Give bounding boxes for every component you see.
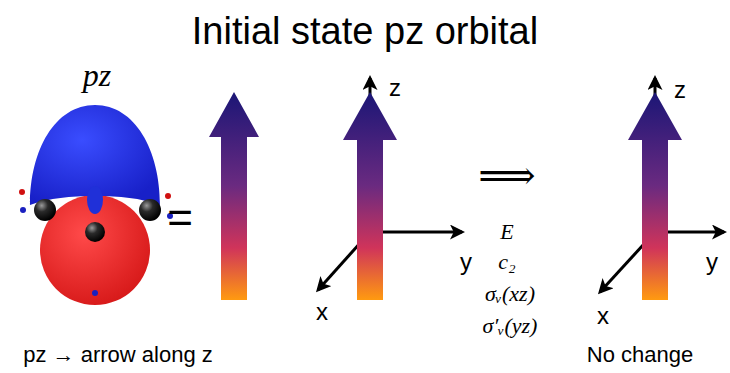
axis-label: z xyxy=(674,77,686,103)
pz-arrow xyxy=(209,92,259,300)
caption-text: pz → arrow along z xyxy=(23,343,213,367)
orbital-label: pz xyxy=(83,58,111,93)
pz-arrow xyxy=(628,92,682,300)
axis-label: y xyxy=(460,249,472,275)
symmetry-operation: c₂ xyxy=(498,250,515,274)
axis-label: y xyxy=(706,249,718,275)
equals-sign: = xyxy=(167,194,193,242)
symmetry-operation: σᵥ(xz) xyxy=(485,282,535,306)
axes xyxy=(318,78,462,290)
symmetry-operation: σ′ᵥ(yz) xyxy=(483,314,538,338)
title: Initial state pz orbital xyxy=(192,11,538,53)
implies-arrow: ⟹ xyxy=(478,154,535,198)
pz-orbital xyxy=(19,105,173,305)
symmetry-operation: E xyxy=(500,220,513,244)
axis-label: x xyxy=(597,303,609,329)
caption-text: No change xyxy=(587,343,693,367)
axis-label: z xyxy=(389,75,401,101)
pz-arrow xyxy=(343,92,397,300)
axis-label: x xyxy=(316,299,328,325)
